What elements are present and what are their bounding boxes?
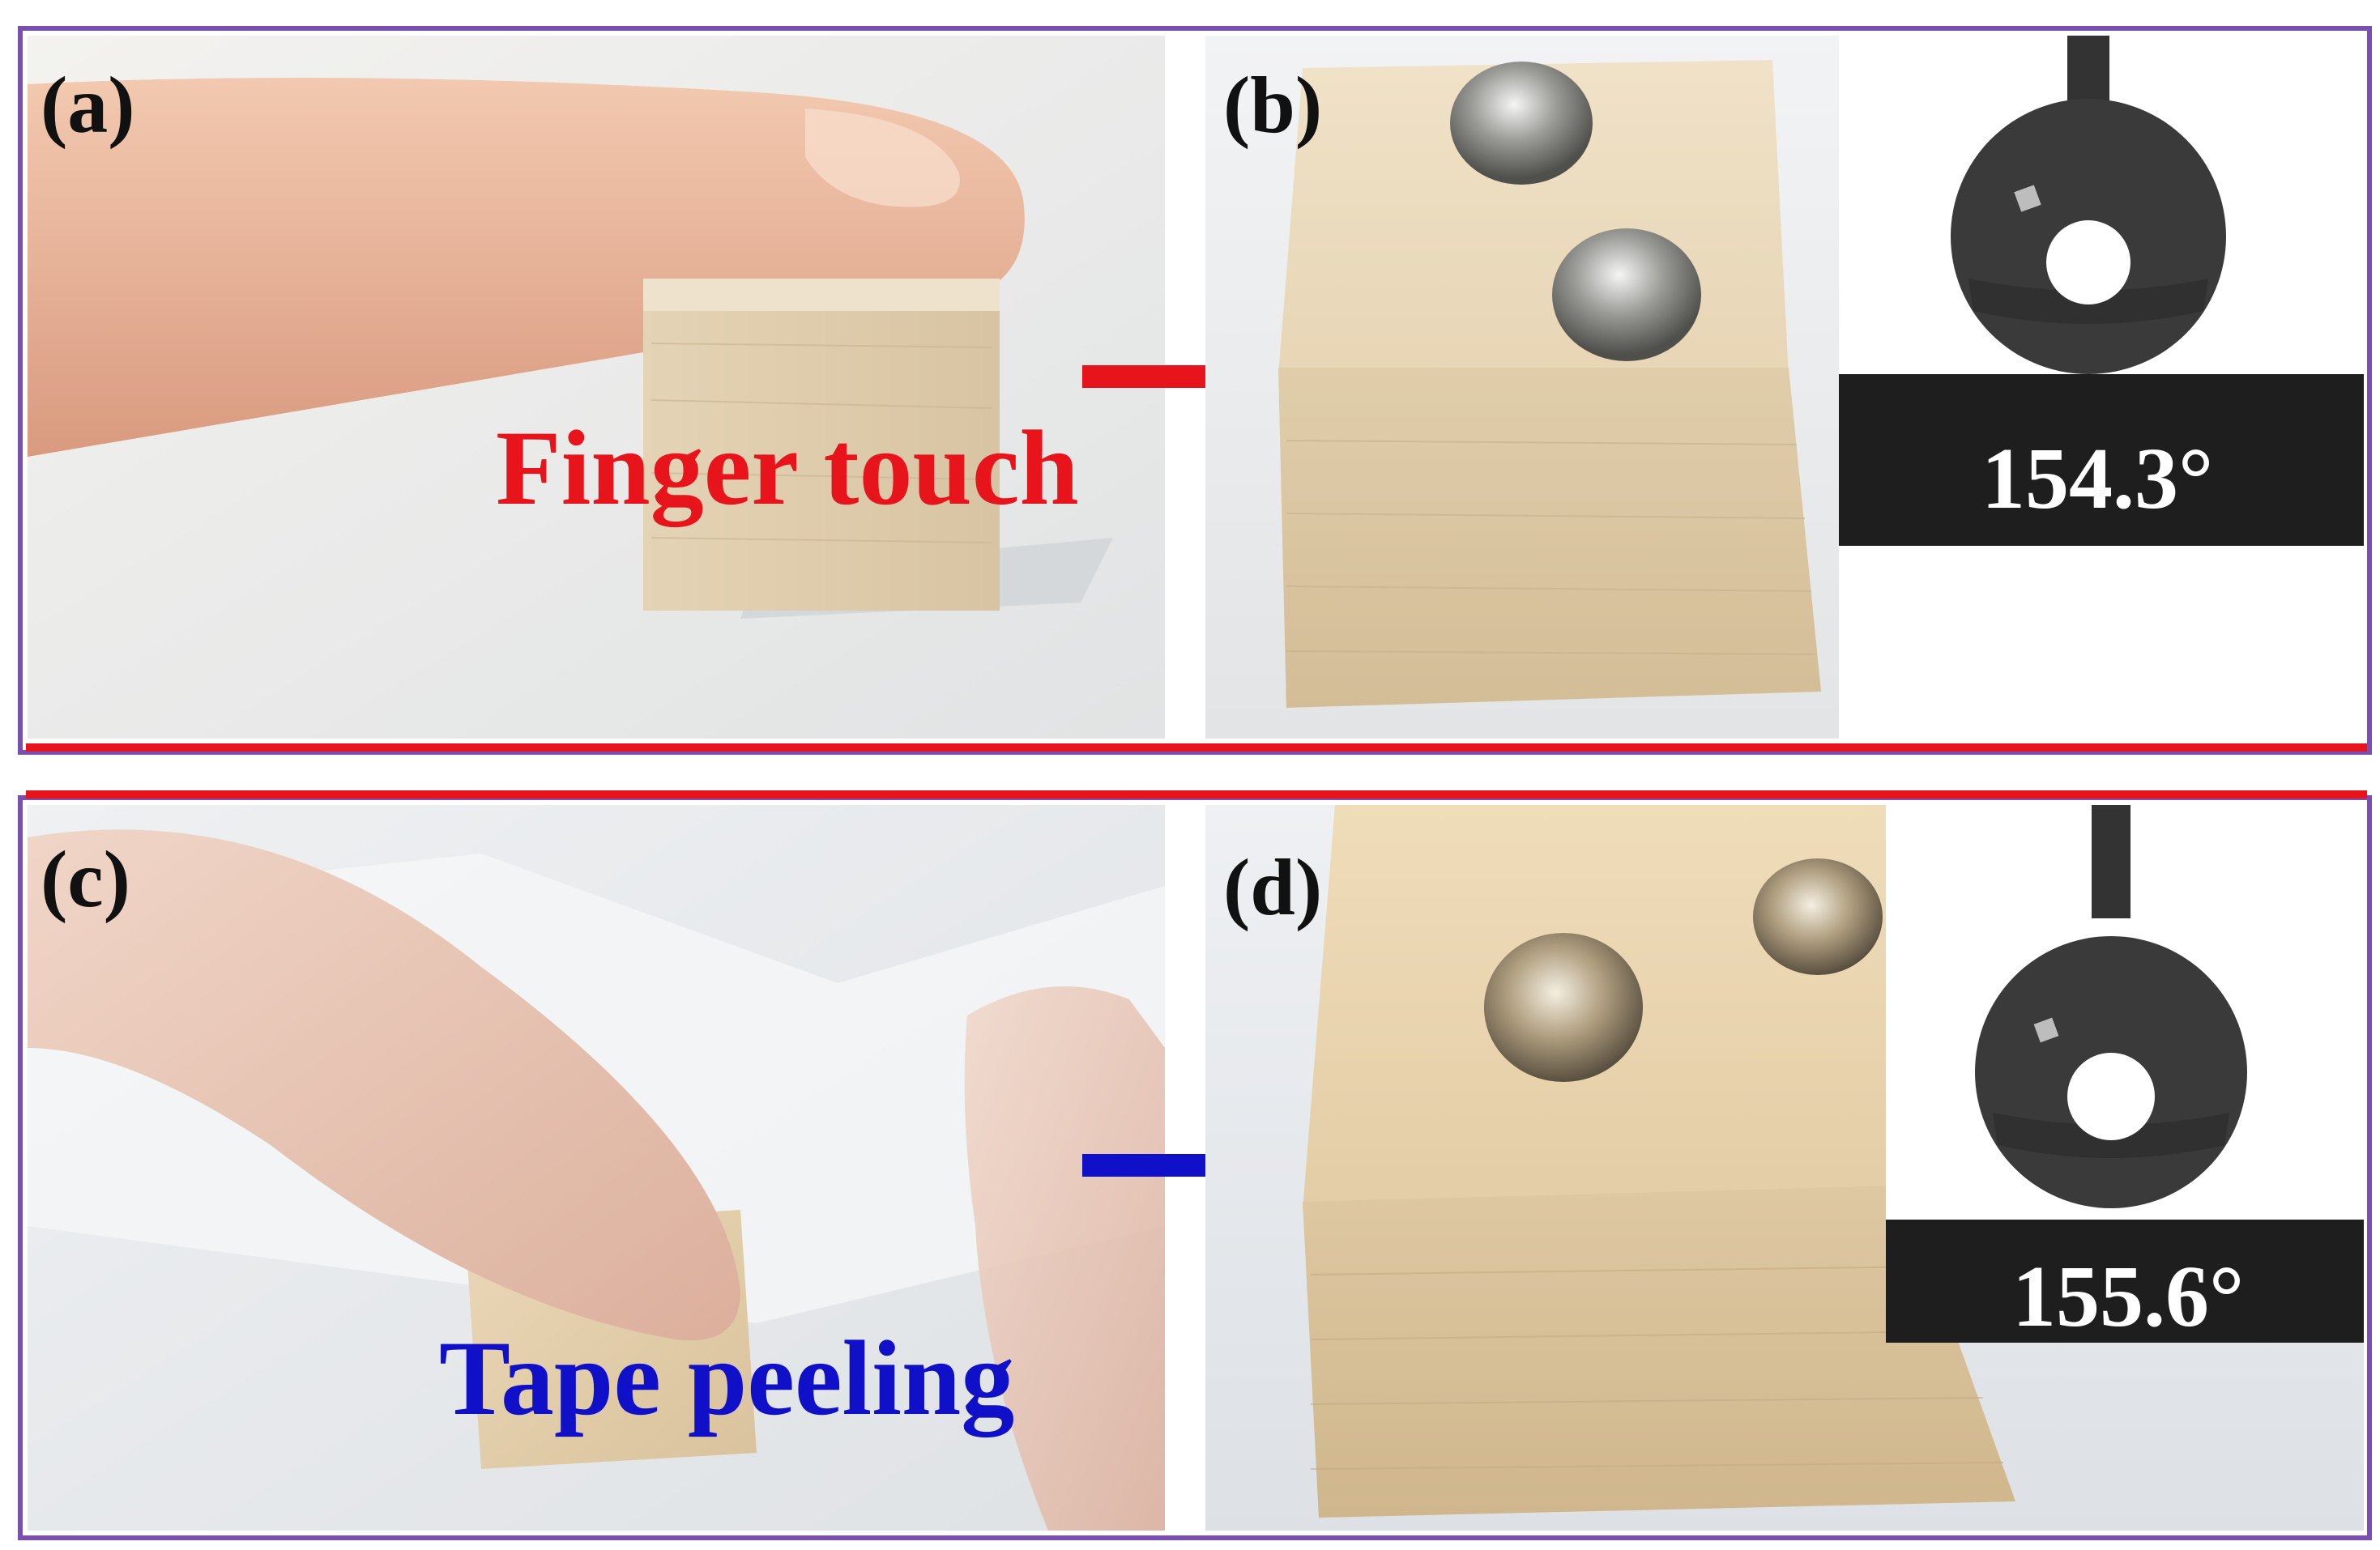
panel-d-contact-angle-inset (1886, 805, 2364, 1343)
panel-b-contact-angle-value: 154.3° (1981, 431, 2214, 527)
panel-c-caption: Tape peeling (439, 1318, 1015, 1437)
panel-d-contact-angle-value: 155.6° (2012, 1249, 2245, 1345)
panel-a-label: (a) (41, 60, 135, 150)
separator-line-top (26, 743, 2367, 752)
panel-c-photo (28, 805, 1165, 1531)
panel-a-photo (28, 36, 1165, 739)
panel-b-label: (b) (1223, 60, 1323, 150)
panel-c-label: (c) (41, 834, 130, 924)
separator-line-bottom (26, 790, 2367, 798)
panel-b-contact-angle-inset (1839, 36, 2364, 546)
panel-b-photo (1205, 36, 1839, 739)
panel-a-caption: Finger touch (496, 408, 1079, 527)
panel-d-label: (d) (1223, 842, 1323, 932)
